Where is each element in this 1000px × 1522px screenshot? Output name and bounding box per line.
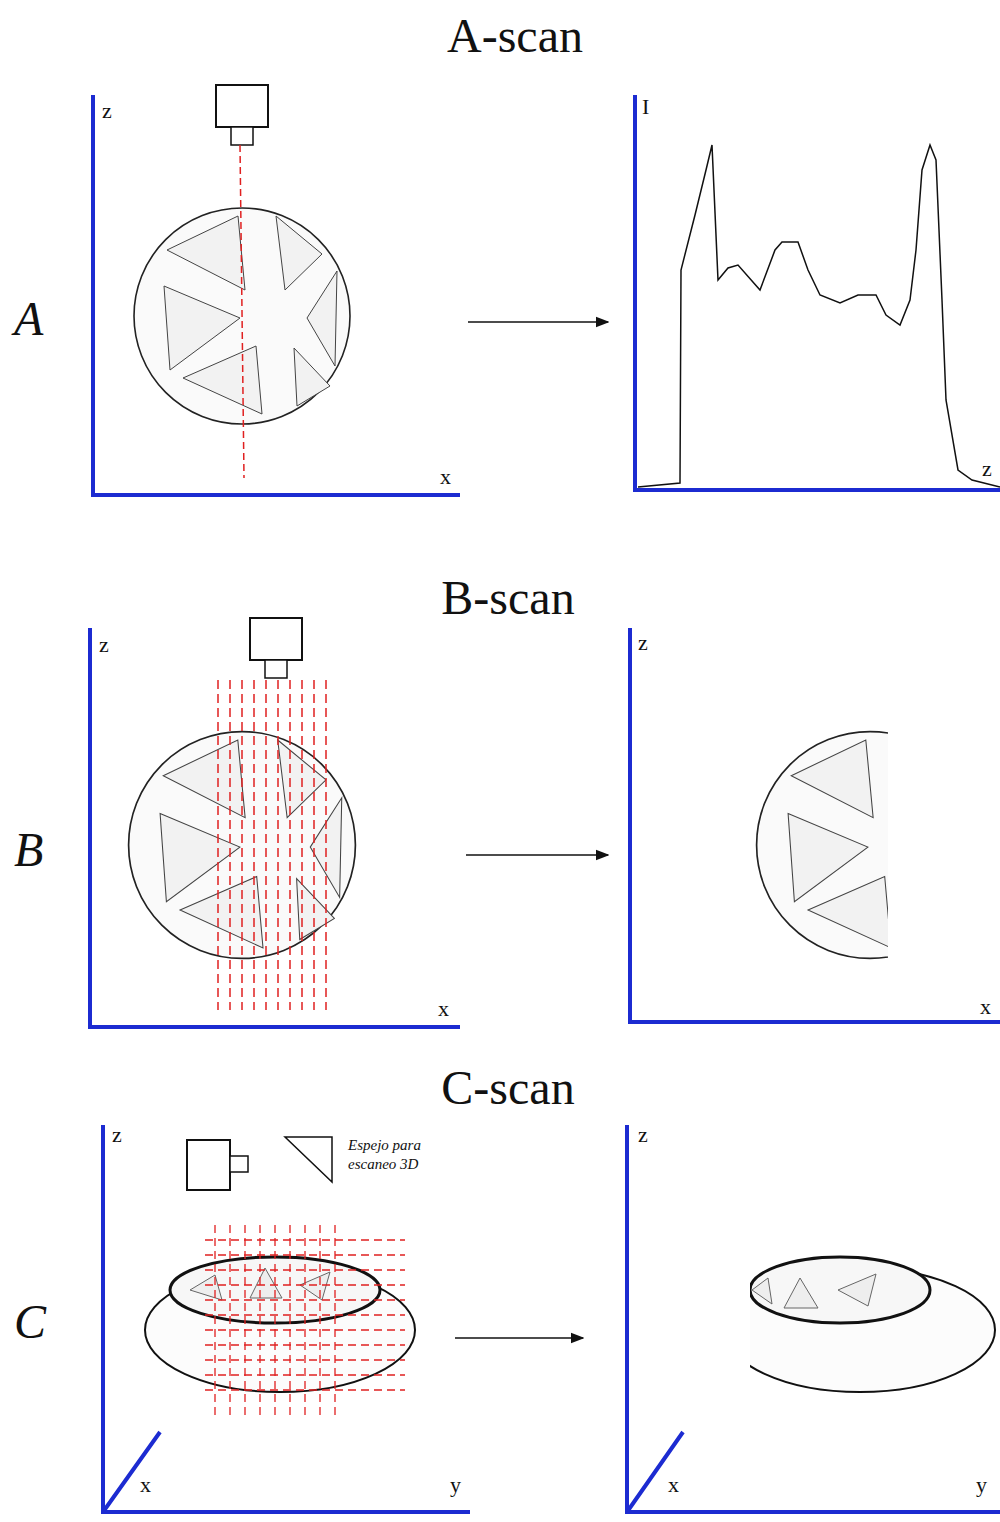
axis-label: z <box>102 100 112 122</box>
scan-line <box>253 680 255 1010</box>
scan-line <box>205 1374 405 1375</box>
a-scan-panel <box>93 85 1000 495</box>
scan-line <box>205 1239 405 1240</box>
scan-line <box>217 680 219 1010</box>
axis-label: z <box>112 1124 122 1146</box>
scan-line <box>205 1344 405 1345</box>
scan-line <box>229 680 231 1010</box>
scan-line <box>334 1225 335 1415</box>
scan-line <box>274 1225 275 1415</box>
scan-line <box>229 1225 230 1415</box>
axis-label: y <box>976 1474 987 1496</box>
scan-line <box>304 1225 305 1415</box>
scan-line <box>289 680 291 1010</box>
axis-label: x <box>980 996 991 1018</box>
scan-line <box>205 1254 405 1255</box>
scan-line <box>277 680 279 1010</box>
c-scan-panel <box>103 1125 1000 1512</box>
panel-letter: C <box>14 1298 46 1346</box>
scan-line <box>205 1314 405 1315</box>
scan-line <box>325 680 327 1010</box>
scan-line <box>313 680 315 1010</box>
axis-label: x <box>440 466 451 488</box>
scan-line <box>205 1389 405 1390</box>
scan-line <box>289 1225 290 1415</box>
scan-line <box>205 1299 405 1300</box>
panel-letter: A <box>14 295 43 343</box>
axis-label: z <box>638 632 648 654</box>
b-scan-panel <box>90 618 1000 1027</box>
scan-line <box>241 680 243 1010</box>
scan-line <box>319 1225 320 1415</box>
scan-line <box>205 1329 405 1330</box>
scan-line <box>205 1269 405 1270</box>
axis-label: x <box>438 998 449 1020</box>
scan-line <box>265 680 267 1010</box>
scan-line <box>301 680 303 1010</box>
scan-line <box>205 1359 405 1360</box>
panel-title: B-scan <box>441 574 574 622</box>
scan-line <box>214 1225 215 1415</box>
axis-label: z <box>99 634 109 656</box>
axis-label: z <box>638 1124 648 1146</box>
mirror-note: Espejo para escaneo 3D <box>348 1136 458 1174</box>
axis-label: z <box>982 458 992 480</box>
axis-label: x <box>140 1474 151 1496</box>
axis-label: x <box>668 1474 679 1496</box>
scan-line <box>205 1284 405 1285</box>
panel-letter: B <box>14 826 43 874</box>
panel-title: C-scan <box>441 1064 574 1112</box>
axis-label: I <box>642 96 649 118</box>
scan-line <box>244 1225 245 1415</box>
axis-label: y <box>450 1474 461 1496</box>
panel-title: A-scan <box>447 12 583 60</box>
scan-line <box>259 1225 260 1415</box>
